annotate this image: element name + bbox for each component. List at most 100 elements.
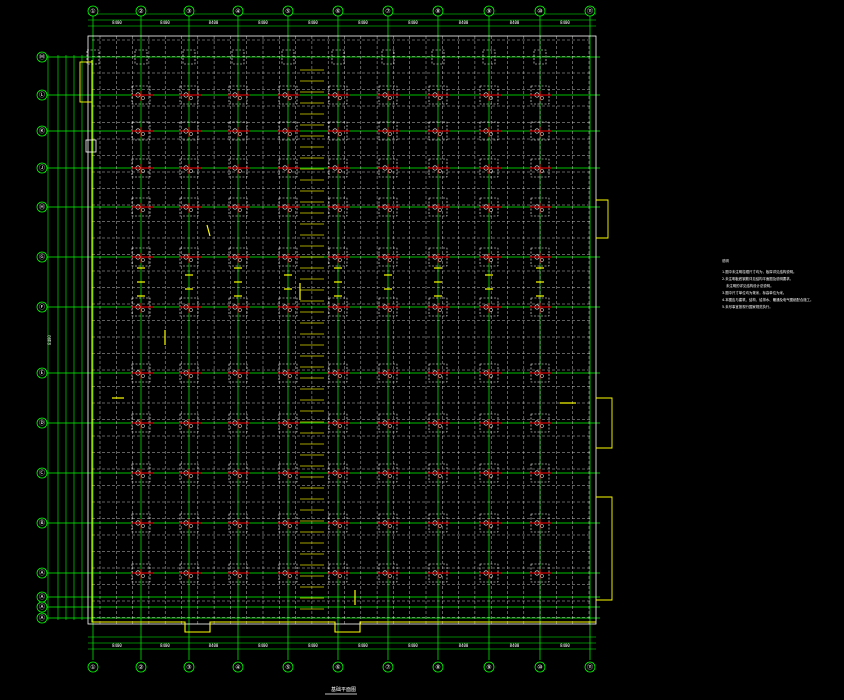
- column-symbol: [288, 169, 292, 173]
- column-symbol: [540, 169, 544, 173]
- axis-label-left: Ⓐ: [39, 569, 45, 577]
- column-symbol: [338, 96, 342, 100]
- axis-bubble-left: [36, 601, 48, 613]
- column-symbol: [438, 308, 442, 312]
- axis-label-left: Ⓑ: [39, 519, 45, 527]
- column-symbol: [438, 474, 442, 478]
- building-boundary-line: [91, 60, 596, 633]
- column-symbol: [141, 474, 145, 478]
- dimension-text-bottom: 8400: [358, 643, 368, 648]
- column-symbol: [489, 308, 493, 312]
- axis-bubble-left: [36, 612, 48, 624]
- column-symbol: [388, 424, 392, 428]
- notes-block: 说明 1.图中未注明柱帽尺寸均为，板厚详见结构说明。 2.未注明板底钢筋详见结构…: [722, 258, 813, 309]
- column-symbol: [338, 208, 342, 212]
- axis-bubble-bottom: [332, 661, 344, 673]
- note-line-6: 5.未尽事宜按现行国家规范执行。: [722, 304, 773, 309]
- axis-label-bottom: ⑨: [486, 664, 491, 671]
- column-symbol: [540, 524, 544, 528]
- axis-label-bottom: ⑤: [285, 664, 290, 671]
- axis-bubble-bottom: [382, 661, 394, 673]
- column-cap-top: [331, 49, 345, 65]
- grid-lines: [42, 13, 600, 660]
- axis-label-top: ③: [186, 8, 191, 15]
- column-symbol: [189, 574, 193, 578]
- column-symbol: [540, 308, 544, 312]
- column-symbol: [489, 574, 493, 578]
- annotation-strips: [112, 69, 576, 610]
- column-symbol: [438, 524, 442, 528]
- axis-bubble-bottom: [483, 661, 495, 673]
- column-symbol: [438, 208, 442, 212]
- axis-bubble-top: [584, 5, 596, 17]
- column-symbol: [189, 258, 193, 262]
- column-cap-top: [381, 49, 395, 65]
- column-symbol: [141, 208, 145, 212]
- axis-label-top: ⑦: [385, 8, 390, 15]
- slab-outline: [87, 35, 597, 625]
- column-symbol: [189, 524, 193, 528]
- stair-core: [85, 139, 97, 153]
- column-cap-top: [231, 49, 245, 65]
- note-line-2: 2.未注明板底钢筋详见结构平面图及说明要求。: [722, 276, 793, 281]
- note-line-3: 未注明的详见结构设计总说明。: [726, 283, 773, 288]
- column-symbol: [288, 374, 292, 378]
- axis-bubble-left: [36, 251, 48, 263]
- axis-label-left: Ⓐ: [39, 593, 45, 601]
- dimension-text-top: 8400: [459, 20, 469, 25]
- column-symbol: [238, 474, 242, 478]
- axis-label-top: ⑨: [486, 8, 491, 15]
- axis-label-left: Ⓐ: [39, 614, 45, 622]
- column-symbol: [388, 524, 392, 528]
- column-symbol: [438, 424, 442, 428]
- axis-label-top: ⑪: [587, 7, 593, 15]
- axis-bubble-bottom: [432, 661, 444, 673]
- bay-projection: [596, 199, 609, 239]
- axis-label-bottom: ⑩: [537, 664, 542, 671]
- column-cap-top: [482, 49, 496, 65]
- dimension-text-top: 8400: [358, 20, 368, 25]
- column-symbol: [288, 258, 292, 262]
- axis-bubble-bottom: [282, 661, 294, 673]
- dimension-text-top: 8400: [510, 20, 520, 25]
- axis-label-bottom: ⑥: [335, 664, 340, 671]
- column-symbol: [189, 374, 193, 378]
- dimension-text-top: 8400: [112, 20, 122, 25]
- note-line-4: 3.图中尺寸单位均为毫米，标高单位为米。: [722, 290, 786, 295]
- dimension-text-bottom: 8400: [209, 643, 219, 648]
- axis-label-left: Ⓛ: [39, 91, 45, 99]
- column-symbol: [338, 424, 342, 428]
- dimension-text-top: 8400: [209, 20, 219, 25]
- column-symbol: [489, 208, 493, 212]
- rebar-marks: [131, 91, 552, 579]
- column-symbol: [189, 424, 193, 428]
- column-symbol: [388, 474, 392, 478]
- column-symbol: [388, 208, 392, 212]
- dimension-text-top: 8400: [160, 20, 170, 25]
- column-symbol: [489, 258, 493, 262]
- column-symbol: [388, 574, 392, 578]
- axis-label-left: Ⓚ: [39, 127, 45, 135]
- column-symbol: [288, 96, 292, 100]
- axis-bubble-top: [332, 5, 344, 17]
- column-symbol: [238, 132, 242, 136]
- column-symbol: [489, 374, 493, 378]
- column-symbol: [288, 524, 292, 528]
- dimension-text-bottom: 8400: [258, 643, 268, 648]
- column-symbol: [540, 96, 544, 100]
- axis-bubble-top: [232, 5, 244, 17]
- column-symbol: [238, 96, 242, 100]
- notes-heading: 说明: [722, 258, 729, 263]
- column-symbol: [288, 424, 292, 428]
- column-symbol: [141, 258, 145, 262]
- axis-bubble-top: [135, 5, 147, 17]
- column-symbol: [141, 374, 145, 378]
- column-cap-top: [86, 49, 100, 65]
- axis-bubble-left: [36, 367, 48, 379]
- column-symbol: [540, 208, 544, 212]
- column-symbol: [238, 374, 242, 378]
- axis-bubble-left: [36, 201, 48, 213]
